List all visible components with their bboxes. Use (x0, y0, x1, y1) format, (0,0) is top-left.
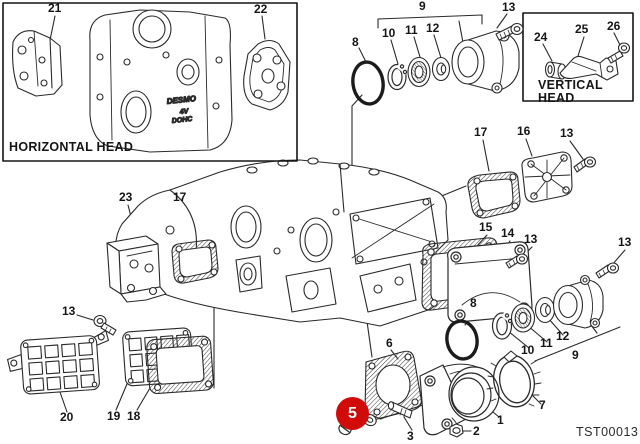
part-21-bracket (12, 30, 63, 97)
callout-10-top: 10 (382, 26, 396, 40)
part-1-manifold (419, 363, 500, 436)
horizontal-head-box: DESMO 4V DOHC (2, 2, 298, 162)
horizontal-head-title: HORIZONTAL HEAD (9, 140, 134, 154)
part-7-clamp (486, 350, 542, 408)
callout-9-top: 9 (419, 0, 426, 13)
callout-9-bottom: 9 (572, 348, 579, 362)
vertical-head-box (522, 12, 634, 102)
callout-22: 22 (254, 2, 268, 16)
callout-25: 25 (575, 22, 589, 36)
part-10-circlip-top (387, 60, 412, 91)
callout-11-bottom: 11 (540, 336, 553, 350)
vertical-head-title: VERTICAL HEAD (538, 78, 603, 105)
bolt-13-left (93, 314, 117, 336)
part-23-bracket (106, 235, 167, 303)
part-3-stud (387, 401, 413, 419)
callout-17-right: 17 (474, 125, 488, 139)
callout-17-left: 17 (173, 190, 187, 204)
callout-15: 15 (479, 220, 493, 234)
part-22-plate (243, 39, 291, 111)
engine-logo-line1: DESMO (166, 94, 197, 106)
callout-10-bottom: 10 (521, 343, 535, 357)
callout-13-far: 13 (618, 235, 632, 249)
part-11-bearing-top (407, 56, 431, 88)
bolt-13-top (495, 22, 524, 41)
callout-8-bottom: 8 (470, 296, 477, 310)
callout-7: 7 (539, 398, 546, 412)
callout-24: 24 (534, 30, 548, 44)
callout-13-left: 13 (62, 304, 76, 318)
callout-1: 1 (497, 413, 504, 427)
part-26-bolt (607, 42, 631, 64)
callout-6: 6 (386, 336, 393, 350)
part-17-gasket-left (171, 239, 219, 284)
callout-11-top: 11 (405, 23, 418, 37)
callout-12-bottom: 12 (556, 329, 570, 343)
callout-26: 26 (607, 19, 621, 33)
bolt-13-far-right (595, 262, 620, 279)
part-25-lever (559, 55, 619, 81)
part-8-oring-bottom (445, 319, 479, 361)
part-8-oring-top (351, 60, 385, 106)
part-12-washer-bottom (534, 296, 556, 324)
callout-2: 2 (473, 424, 480, 438)
engine-logo-line2: 4V (178, 108, 190, 116)
callout-13-mid: 13 (524, 232, 538, 246)
callout-3: 3 (407, 429, 414, 443)
part-6-gasket (364, 350, 422, 420)
bolt-13-right-upper (573, 156, 597, 173)
bolt-13-mid (505, 253, 529, 269)
part-11-bearing-bottom (510, 303, 536, 333)
part-17-gasket-right (467, 171, 521, 219)
drawing-code: TST00013 (576, 425, 639, 439)
callout-13-top: 13 (502, 0, 516, 14)
callout-21: 21 (48, 1, 62, 15)
engine-crankcase (115, 157, 449, 327)
part-12-washer-top (431, 56, 451, 82)
engine-horizontal-head: DESMO 4V DOHC (89, 9, 233, 153)
callout-16: 16 (517, 124, 531, 138)
part-9-flange-bottom (552, 274, 604, 329)
callout-13-upper: 13 (560, 126, 574, 140)
callout-23: 23 (119, 190, 133, 204)
callout-14: 14 (501, 226, 515, 240)
part-20-plate (7, 330, 110, 395)
callout-20: 20 (60, 410, 74, 424)
highlight-badge-5[interactable]: 5 (336, 397, 369, 430)
part-18-gasket (146, 335, 214, 395)
callout-19: 19 (107, 409, 121, 423)
callout-8-top: 8 (352, 35, 359, 49)
part-2-nut (449, 423, 464, 438)
engine-logo-line3: DOHC (171, 116, 193, 125)
callout-12-top: 12 (426, 21, 440, 35)
part-16-cover (521, 151, 573, 203)
callout-18: 18 (127, 409, 141, 423)
